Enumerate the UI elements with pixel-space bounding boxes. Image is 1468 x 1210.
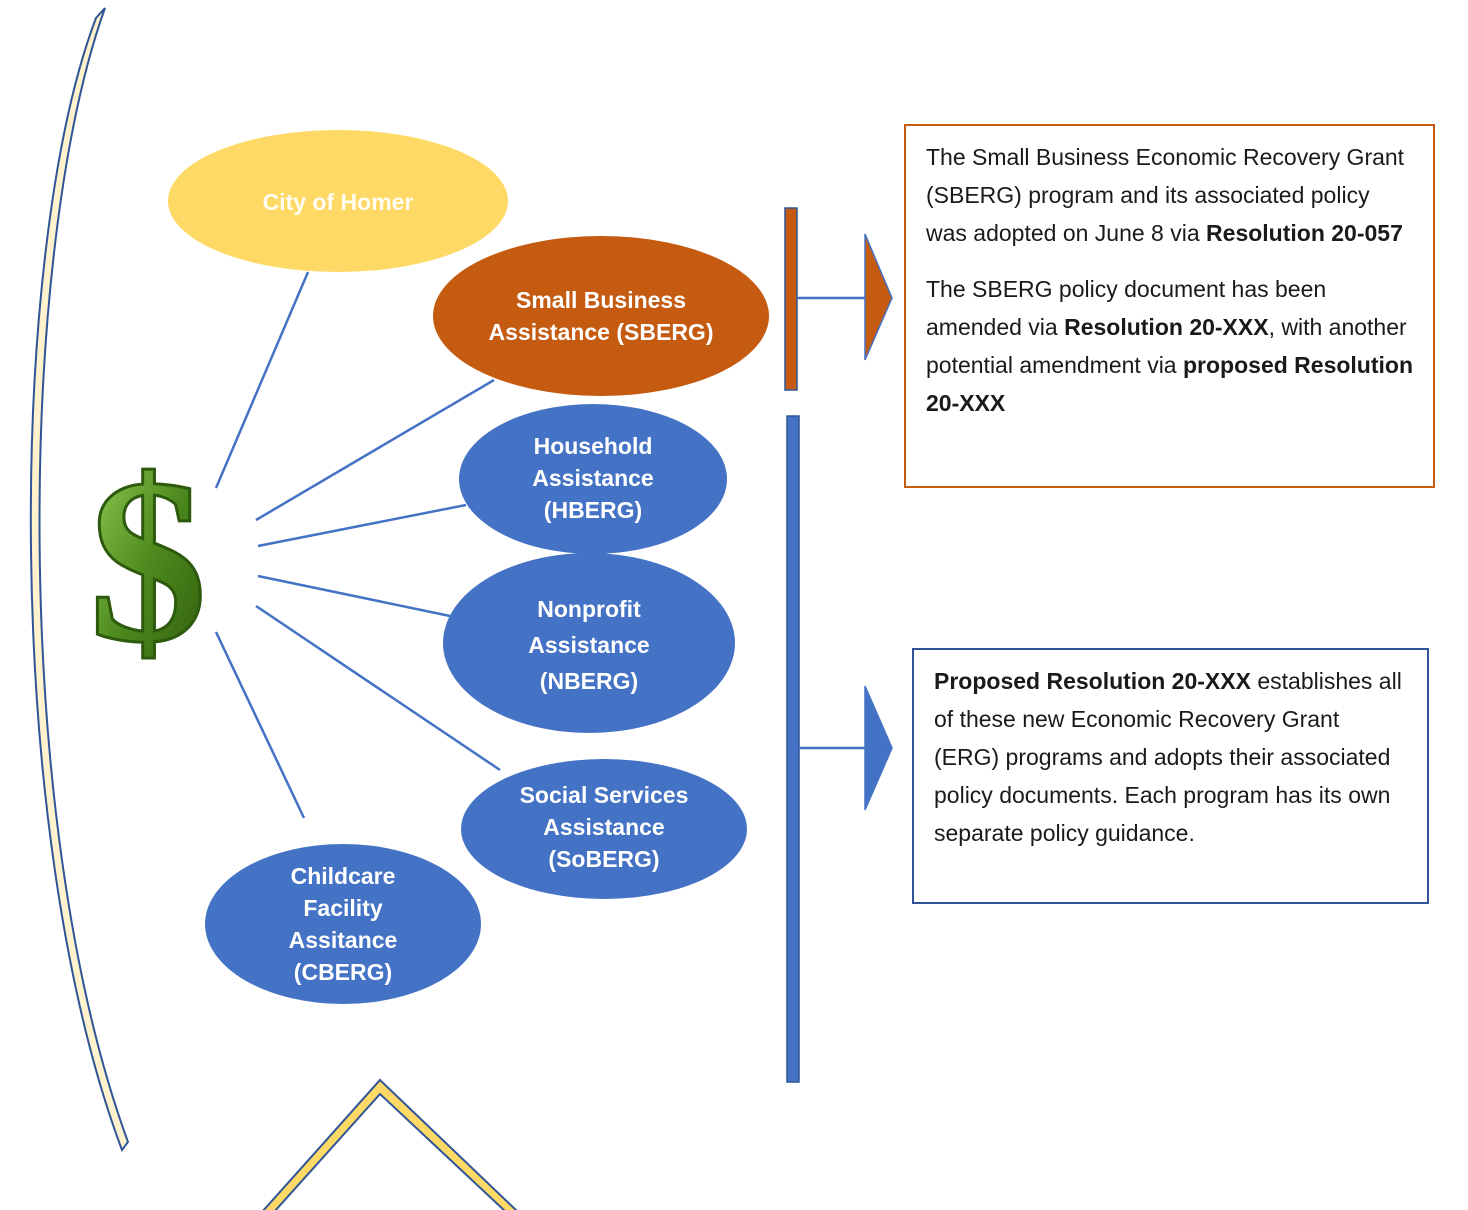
connector-hberg <box>257 503 467 548</box>
sberg-note-text-2a: The SBERG policy document has been amend… <box>926 276 1327 340</box>
connector-root <box>214 271 310 489</box>
erg-note-proposed-resolution: Proposed Resolution 20-XXX <box>934 668 1251 694</box>
sberg-note-paragraph-1: The Small Business Economic Recovery Gra… <box>926 138 1415 252</box>
root-city-ellipse <box>168 130 508 272</box>
program-sberg-ellipse <box>433 236 769 396</box>
program-cberg-ellipse <box>205 844 481 1004</box>
bottom-chevron <box>262 1078 518 1210</box>
connector-cberg <box>214 631 306 819</box>
connector-sberg <box>255 378 495 522</box>
sberg-note-proposed-resolution: proposed Resolution 20-XXX <box>926 352 1413 416</box>
sberg-vertical-bar <box>784 207 798 391</box>
program-hberg-ellipse <box>459 404 727 554</box>
sberg-note-text-2b: , with another potential amendment via <box>926 314 1407 378</box>
svg-text:$: $ <box>89 431 207 692</box>
sberg-note-paragraph-2: The SBERG policy document has been amend… <box>926 270 1415 422</box>
dollar-sign-icon: $ <box>88 430 209 694</box>
erg-note-box: Proposed Resolution 20-XXX establishes a… <box>912 648 1429 904</box>
erg-note-paragraph: Proposed Resolution 20-XXX establishes a… <box>934 662 1409 852</box>
sberg-note-text-1: The Small Business Economic Recovery Gra… <box>926 144 1405 246</box>
left-bracket <box>29 7 130 1153</box>
program-nberg-ellipse <box>443 553 735 733</box>
connector-soberg <box>255 604 501 772</box>
erg-note-text: establishes all of these new Economic Re… <box>934 668 1402 846</box>
erg-arrow-head <box>864 685 893 811</box>
sberg-note-resolution-057: Resolution 20-057 <box>1206 220 1403 246</box>
erg-vertical-bar <box>786 415 800 1083</box>
sberg-note-resolution-xxx: Resolution 20-XXX <box>1064 314 1269 340</box>
connector-nberg <box>257 574 451 618</box>
sberg-arrow-head <box>864 233 893 361</box>
sberg-note-box: The Small Business Economic Recovery Gra… <box>904 124 1435 488</box>
program-soberg-ellipse <box>461 759 747 899</box>
connector-lines <box>214 271 501 819</box>
